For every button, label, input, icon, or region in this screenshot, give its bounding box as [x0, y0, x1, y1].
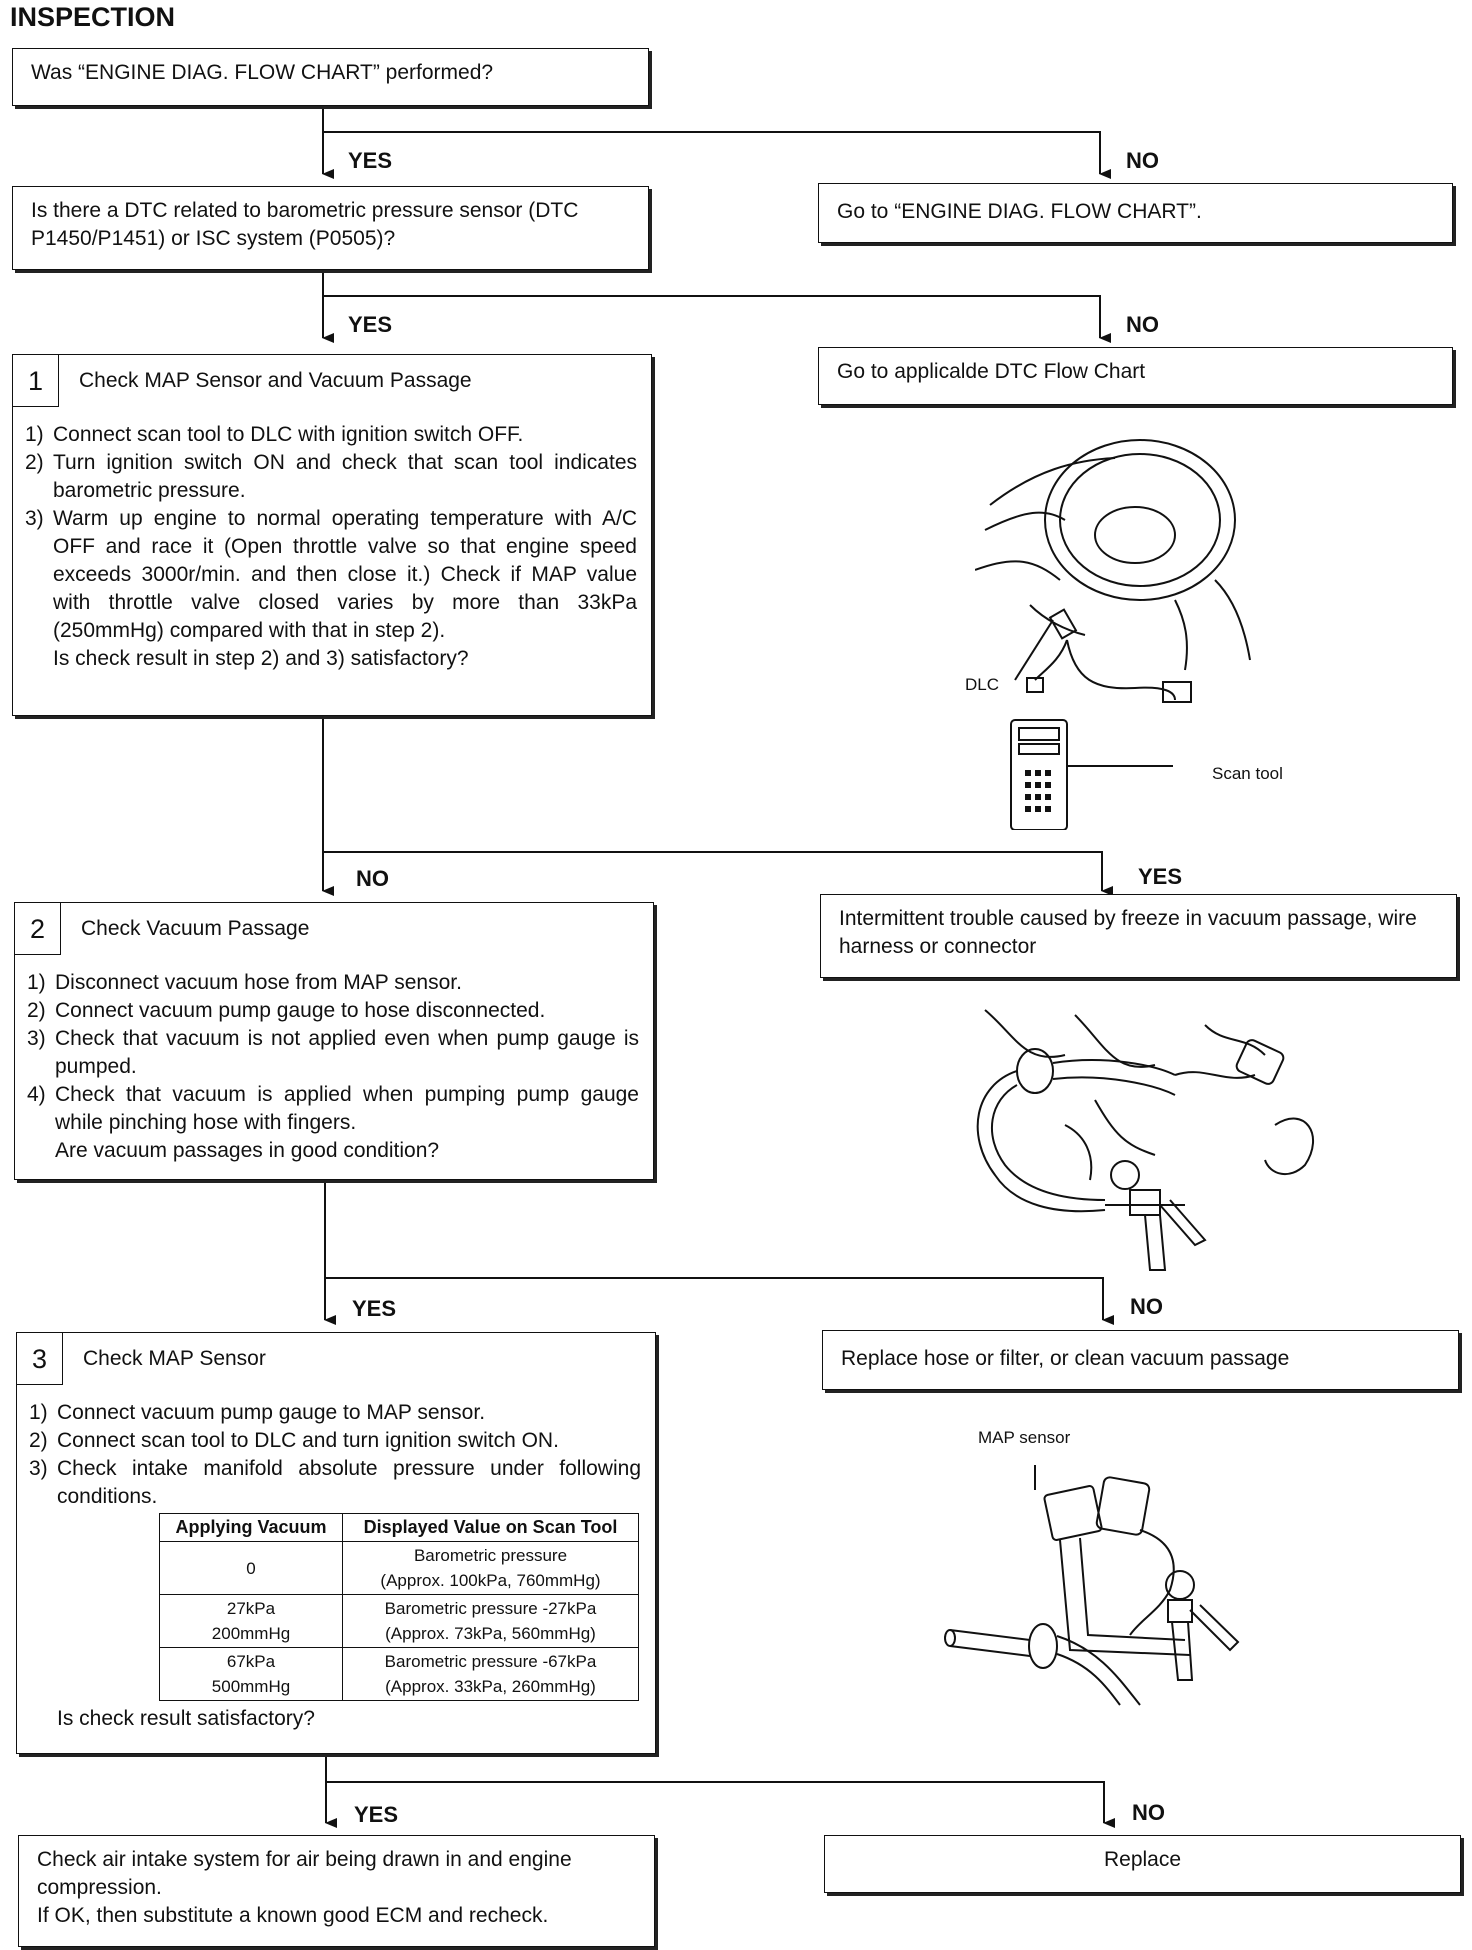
go-dtc-flow-text: Go to applicalde DTC Flow Chart — [837, 360, 1146, 383]
yes-label: YES — [348, 312, 393, 337]
step1-number: 1 — [13, 355, 59, 407]
question-engine-diag-box: Was “ENGINE DIAG. FLOW CHART” performed? — [12, 48, 649, 106]
page-title: INSPECTION — [10, 2, 176, 32]
step2-instructions: 1)Disconnect vacuum hose from MAP sensor… — [27, 969, 639, 1165]
step2-item: 1)Disconnect vacuum hose from MAP sensor… — [27, 971, 462, 994]
step3-item: 1)Connect vacuum pump gauge to MAP senso… — [29, 1401, 486, 1424]
question-dtc-text: Is there a DTC related to barometric pre… — [31, 199, 579, 250]
yes-label: YES — [1138, 864, 1183, 889]
step2-number: 2 — [15, 903, 61, 955]
step1-question: Is check result in step 2) and 3) satisf… — [53, 647, 469, 670]
step2-item: 4)Check that vacuum is applied when pump… — [27, 1083, 639, 1134]
substitute-ecm-text: If OK, then substitute a known good ECM … — [37, 1904, 549, 1927]
step2-item: 2)Connect vacuum pump gauge to hose disc… — [27, 999, 546, 1022]
check-air-intake-box: Check air intake system for air being dr… — [18, 1835, 655, 1947]
step1-instructions: 1)Connect scan tool to DLC with ignition… — [25, 421, 637, 673]
replace-hose-text: Replace hose or filter, or clean vacuum … — [841, 1347, 1290, 1370]
no-label: NO — [356, 866, 389, 891]
step3-item: 2)Connect scan tool to DLC and turn igni… — [29, 1429, 559, 1452]
scan-tool-caption: Scan tool — [1212, 764, 1283, 783]
step2-item: 3)Check that vacuum is not applied even … — [27, 1027, 639, 1078]
replace-text: Replace — [1103, 1848, 1182, 1871]
go-dtc-flow-box: Go to applicalde DTC Flow Chart — [818, 347, 1453, 405]
step3-question: Is check result satisfactory? — [57, 1707, 315, 1730]
step1-item: 2)Turn ignition switch ON and check that… — [25, 451, 637, 502]
step2-question: Are vacuum passages in good condition? — [55, 1139, 440, 1162]
step3-instructions: 1)Connect vacuum pump gauge to MAP senso… — [29, 1399, 641, 1511]
go-flow-chart-box: Go to “ENGINE DIAG. FLOW CHART”. — [818, 183, 1453, 243]
no-label: NO — [1126, 148, 1159, 173]
no-label: NO — [1126, 312, 1159, 337]
table-cell: Barometric pressure(Approx. 100kPa, 760m… — [342, 1541, 639, 1595]
step3-box: 3 Check MAP Sensor 1)Connect vacuum pump… — [16, 1332, 656, 1754]
dlc-caption: DLC — [965, 675, 1000, 694]
map-sensor-illustration — [944, 1465, 1240, 1706]
vacuum-pump-illustration — [976, 1009, 1315, 1271]
table-cell: Barometric pressure -27kPa(Approx. 73kPa… — [342, 1594, 639, 1648]
go-flow-chart-text: Go to “ENGINE DIAG. FLOW CHART”. — [837, 200, 1202, 223]
step1-item: 1)Connect scan tool to DLC with ignition… — [25, 423, 524, 446]
step2-box: 2 Check Vacuum Passage 1)Disconnect vacu… — [14, 902, 654, 1180]
question-engine-diag-text: Was “ENGINE DIAG. FLOW CHART” performed? — [31, 61, 494, 84]
map-pressure-table: Applying Vacuum Displayed Value on Scan … — [159, 1513, 639, 1701]
intermittent-trouble-text: Intermittent trouble caused by freeze in… — [839, 907, 1417, 958]
check-air-intake-text: Check air intake system for air being dr… — [37, 1848, 572, 1899]
table-cell: 0 — [159, 1541, 343, 1595]
replace-box: Replace — [824, 1835, 1461, 1893]
step3-number: 3 — [17, 1333, 63, 1385]
replace-hose-box: Replace hose or filter, or clean vacuum … — [822, 1330, 1459, 1390]
yes-label: YES — [348, 148, 393, 173]
table-header-row: Applying Vacuum Displayed Value on Scan … — [159, 1513, 639, 1542]
step3-item: 3)Check intake manifold absolute pressur… — [29, 1457, 641, 1508]
step3-heading: Check MAP Sensor — [83, 1347, 266, 1370]
no-label: NO — [1130, 1294, 1163, 1319]
step1-heading: Check MAP Sensor and Vacuum Passage — [79, 369, 472, 392]
table-row: 0 Barometric pressure(Approx. 100kPa, 76… — [159, 1541, 639, 1595]
map-sensor-caption: MAP sensor — [978, 1428, 1071, 1447]
table-cell: Barometric pressure -67kPa(Approx. 33kPa… — [342, 1647, 639, 1701]
question-dtc-box: Is there a DTC related to barometric pre… — [12, 186, 649, 270]
table-header: Applying Vacuum — [159, 1513, 343, 1542]
step1-box: 1 Check MAP Sensor and Vacuum Passage 1)… — [12, 354, 652, 716]
dlc-scan-tool-illustration — [975, 439, 1251, 830]
yes-label: YES — [352, 1296, 397, 1321]
step2-heading: Check Vacuum Passage — [81, 917, 310, 940]
no-label: NO — [1132, 1800, 1165, 1825]
yes-label: YES — [354, 1802, 399, 1827]
step1-item: 3)Warm up engine to normal operating tem… — [25, 507, 637, 642]
table-header: Displayed Value on Scan Tool — [342, 1513, 639, 1542]
intermittent-trouble-box: Intermittent trouble caused by freeze in… — [820, 894, 1457, 978]
